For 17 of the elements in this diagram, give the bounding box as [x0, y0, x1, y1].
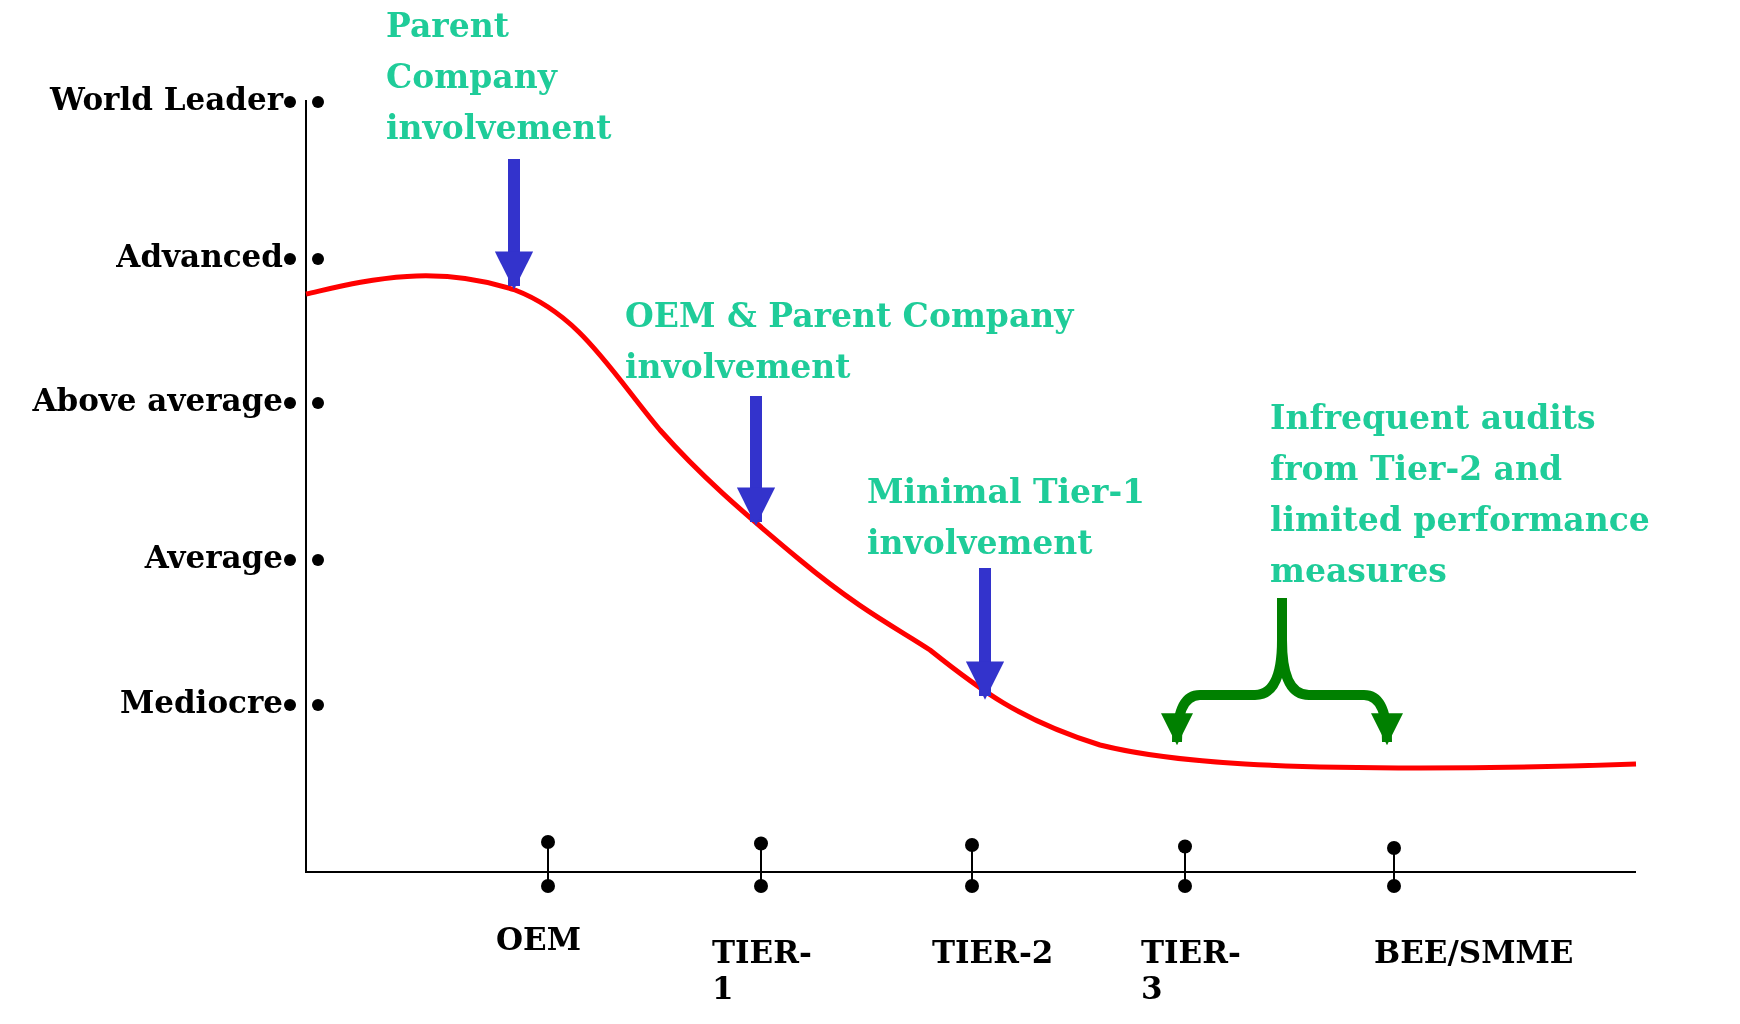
arrow [494, 159, 534, 290]
arrow [736, 396, 776, 526]
axis-label: TIER-1 [712, 935, 813, 1007]
axis-label: Above average [32, 383, 283, 419]
axis-label: World Leader [50, 82, 283, 118]
arrow [965, 568, 1005, 700]
annotation-text: Infrequent audits from Tier-2 and limited performance measures [1270, 392, 1690, 596]
axis-label: Average [144, 540, 283, 576]
axis-label: Mediocre [119, 685, 283, 721]
annotation-text: OEM & Parent Company involvement [625, 290, 1145, 392]
axis-label: BEE/SMME [1374, 935, 1574, 971]
axis-label: TIER-2 [932, 935, 1054, 971]
annotation-text: Parent Company involvement [386, 0, 686, 153]
axis-label: OEM [496, 922, 581, 958]
axis-label: Advanced [116, 239, 283, 275]
axis-label: TIER-3 [1141, 935, 1242, 1007]
annotation-text: Minimal Tier-1 involvement [867, 466, 1267, 568]
